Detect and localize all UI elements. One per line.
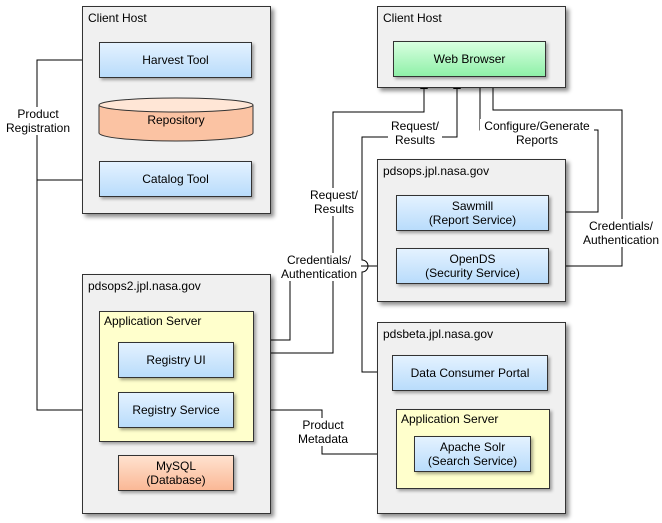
request-results-ui-line: [236, 81, 428, 354]
request-results-lower-line1: Request/: [309, 188, 359, 202]
registry-ui[interactable]: Registry UI: [118, 342, 234, 378]
product-registration-line: [36, 59, 109, 414]
opends-label-line1: OpenDS: [449, 252, 496, 266]
product-registration-label-line1: Product: [17, 107, 59, 121]
request-results-portal-line: [361, 81, 461, 373]
registry-service-label: Registry Service: [132, 403, 220, 417]
data-consumer-portal[interactable]: Data Consumer Portal: [392, 355, 548, 391]
product-registration-label-line2: Registration: [5, 121, 71, 135]
client-host-right-title: Client Host: [383, 11, 442, 25]
product-metadata-line1: Product: [302, 418, 344, 432]
mysql-database[interactable]: MySQL (Database): [118, 455, 234, 491]
opends-label-line2: (Security Service): [425, 266, 520, 280]
solr-label-line2: (Search Service): [427, 454, 518, 468]
client-host-left-title: Client Host: [88, 11, 147, 25]
credentials-right-line1: Credentials/: [588, 219, 654, 233]
application-server-pdsops2-title: Application Server: [104, 314, 202, 328]
configure-reports-line: [479, 82, 599, 216]
configure-reports-line1: Configure/Generate: [484, 119, 590, 133]
web-browser-label: Web Browser: [433, 52, 506, 66]
credentials-mid-line2: Authentication: [280, 267, 358, 281]
catalog-tool-label: Catalog Tool: [142, 172, 209, 186]
request-results-label-lower: Request/ Results: [307, 188, 361, 216]
application-server-pdsbeta-title: Application Server: [401, 412, 499, 426]
request-results-lower-line2: Results: [313, 202, 354, 216]
credentials-right-line2: Authentication: [582, 233, 660, 247]
sawmill-report-service[interactable]: Sawmill (Report Service): [396, 195, 549, 231]
repository-label: Repository: [147, 113, 205, 127]
request-results-upper-line2: Results: [394, 133, 435, 147]
harvest-tool-label: Harvest Tool: [142, 53, 209, 67]
product-registration-label: Product Registration: [2, 107, 74, 135]
credentials-mid-line1: Credentials/: [286, 253, 352, 267]
host-pdsops-title: pdsops.jpl.nasa.gov: [383, 164, 490, 178]
registry-ui-label: Registry UI: [146, 353, 206, 367]
registry-service[interactable]: Registry Service: [118, 392, 234, 428]
credentials-right-line: [492, 82, 623, 270]
configure-reports-label: Configure/Generate Reports: [480, 119, 594, 147]
host-pdsbeta-title: pdsbeta.jpl.nasa.gov: [383, 327, 494, 341]
web-browser[interactable]: Web Browser: [393, 41, 546, 77]
apache-solr-search-service[interactable]: Apache Solr (Search Service): [414, 436, 531, 472]
request-results-upper-line1: Request/: [390, 119, 440, 133]
sawmill-label-line1: Sawmill: [451, 199, 494, 213]
credentials-mid-label: Credentials/ Authentication: [277, 253, 361, 281]
sawmill-label-line2: (Report Service): [428, 213, 517, 227]
host-pdsops2-title: pdsops2.jpl.nasa.gov: [88, 279, 201, 293]
configure-reports-line2: Reports: [515, 133, 559, 147]
solr-label-line1: Apache Solr: [439, 440, 506, 454]
opends-security-service[interactable]: OpenDS (Security Service): [396, 248, 549, 284]
credentials-right-label: Credentials/ Authentication: [580, 219, 662, 247]
data-consumer-portal-label: Data Consumer Portal: [410, 366, 530, 380]
request-results-label-upper: Request/ Results: [388, 119, 442, 147]
product-metadata-line2: Metadata: [297, 432, 349, 446]
mysql-label-line2: (Database): [146, 473, 206, 487]
product-metadata-label: Product Metadata: [294, 418, 352, 446]
mysql-label-line1: MySQL: [155, 459, 196, 473]
catalog-tool[interactable]: Catalog Tool: [99, 161, 252, 197]
harvest-tool[interactable]: Harvest Tool: [99, 42, 252, 78]
